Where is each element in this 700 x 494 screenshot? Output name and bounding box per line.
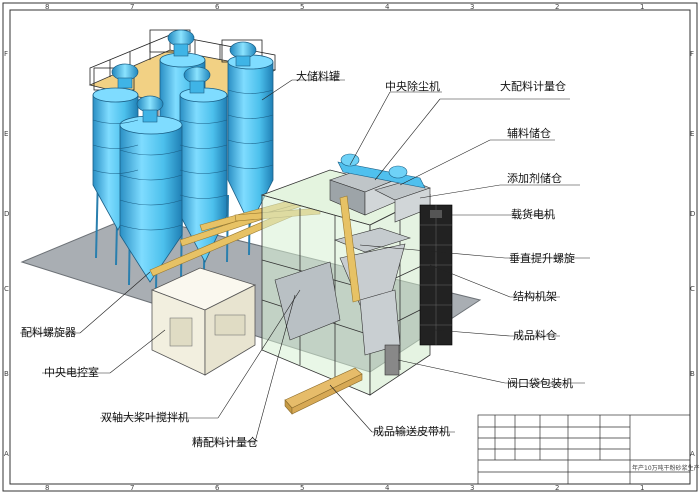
top-tick-4: 4 — [385, 3, 390, 11]
label-cargo-elevator: 载货电机 — [511, 208, 555, 221]
top-tick-8: 8 — [45, 3, 50, 11]
top-tick-2: 2 — [555, 3, 560, 11]
bottom-tick-3: 3 — [470, 484, 475, 492]
bottom-tick-4: 4 — [385, 484, 390, 492]
right-tick-a: A — [690, 450, 695, 458]
label-central-control-room: 中央电控室 — [44, 366, 99, 379]
leader-lines — [20, 79, 590, 443]
left-tick-a: A — [4, 450, 9, 458]
left-tick-c: C — [4, 285, 9, 293]
label-vertical-screw: 垂直提升螺旋 — [509, 252, 575, 265]
right-tick-c: C — [690, 285, 695, 293]
label-product-conveyor: 成品输送皮带机 — [373, 425, 450, 438]
label-additive-bin: 添加剂储仓 — [507, 172, 562, 185]
label-batching-screw: 配料螺旋器 — [21, 326, 76, 339]
left-tick-d: D — [4, 210, 10, 218]
product-conveyor-belt — [284, 367, 363, 415]
bottom-tick-6: 6 — [215, 484, 220, 492]
central-control-room — [150, 267, 257, 376]
label-large-batching-bin: 大配料计量仓 — [500, 80, 566, 93]
left-tick-b: B — [4, 370, 9, 378]
right-tick-f: F — [690, 50, 695, 58]
title-block — [477, 414, 691, 485]
right-tick-b: B — [690, 370, 695, 378]
bottom-tick-8: 8 — [45, 484, 50, 492]
label-fine-batching-bin: 精配料计量仓 — [192, 436, 258, 449]
right-tick-e: E — [690, 130, 695, 138]
silo-dust-collectors — [111, 29, 257, 123]
top-tick-3: 3 — [470, 3, 475, 11]
label-central-dust-collector: 中央除尘机 — [385, 80, 440, 93]
label-valve-bag-packer: 阀口袋包装机 — [507, 377, 573, 390]
top-tick-7: 7 — [130, 3, 135, 11]
label-storage-tank: 大储料罐 — [296, 70, 340, 83]
right-tick-d: D — [690, 210, 696, 218]
top-tick-5: 5 — [300, 3, 305, 11]
label-twin-shaft-mixer: 双轴大桨叶搅拌机 — [101, 411, 189, 424]
top-tick-6: 6 — [215, 3, 220, 11]
label-structural-frame: 结构机架 — [513, 290, 557, 303]
bottom-tick-7: 7 — [130, 484, 135, 492]
mixer-and-packer — [274, 261, 401, 376]
left-tick-f: F — [4, 50, 9, 58]
top-tick-1: 1 — [640, 3, 645, 11]
label-product-bin: 成品料仓 — [513, 329, 557, 342]
title-block-caption: 年产10万吨干粉砂浆生产线 — [632, 465, 700, 472]
label-aux-storage-bin: 辅料储仓 — [507, 127, 551, 140]
silo-seams — [92, 89, 274, 231]
bottom-tick-1: 1 — [640, 484, 645, 492]
bottom-tick-5: 5 — [300, 484, 305, 492]
left-tick-e: E — [4, 130, 9, 138]
central-dust-collector — [337, 153, 426, 189]
bottom-tick-2: 2 — [555, 484, 560, 492]
cargo-elevator — [419, 204, 453, 346]
